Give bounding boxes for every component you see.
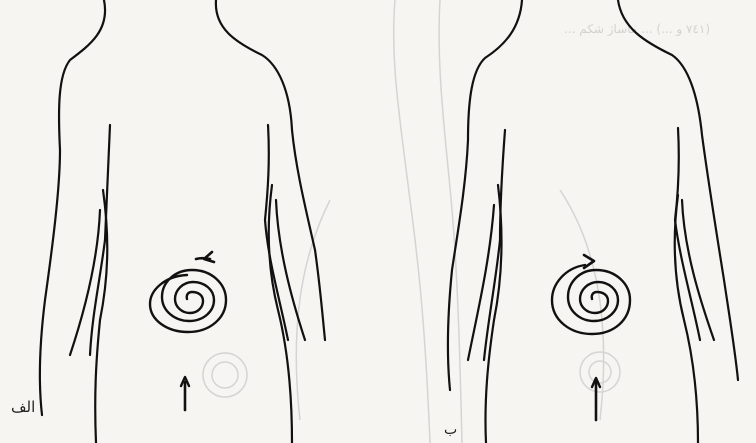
body-outline-right-a bbox=[216, 0, 325, 340]
arm-inner-right-b bbox=[675, 128, 700, 340]
spiral-a-arrowhead bbox=[204, 252, 214, 262]
spiral-a bbox=[150, 270, 226, 332]
body-outline-left-a bbox=[40, 0, 105, 415]
panel-b-label: ب bbox=[444, 422, 457, 438]
forearm-left-b bbox=[468, 205, 494, 360]
spiral-b bbox=[552, 265, 630, 334]
torso-right-edge-a bbox=[269, 185, 292, 443]
spiral-a-arrow-tail bbox=[196, 258, 210, 259]
panel-b bbox=[448, 0, 738, 443]
panel-a-label: الف bbox=[11, 398, 35, 416]
forearm-right-b bbox=[682, 200, 714, 340]
panel-a bbox=[40, 0, 325, 443]
forearm-left-a bbox=[70, 210, 100, 355]
